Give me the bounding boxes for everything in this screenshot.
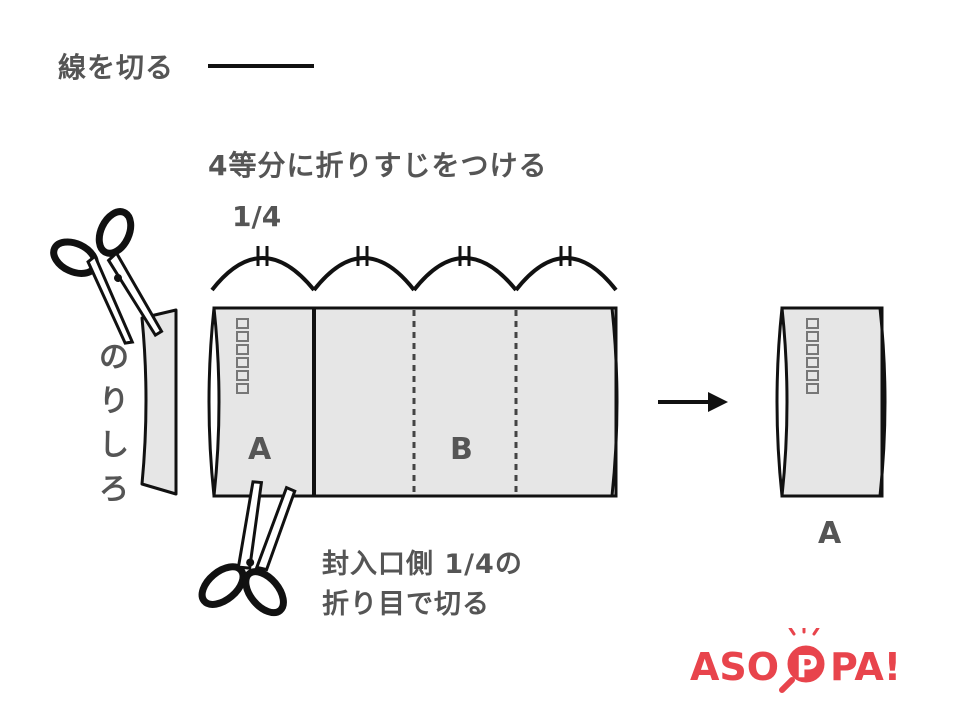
envelope-tube xyxy=(207,306,619,498)
scissors-icon xyxy=(198,480,297,617)
stamp-box xyxy=(236,383,249,394)
stamp-marks-result xyxy=(806,318,822,394)
fold-arcs xyxy=(210,256,618,292)
svg-text:P: P xyxy=(796,650,818,685)
stamp-box xyxy=(236,318,249,329)
stamp-box xyxy=(236,331,249,342)
caption-line-2: 折り目で切る xyxy=(322,589,490,620)
glue-flap xyxy=(140,308,178,496)
stamp-box xyxy=(806,383,819,394)
stamp-box xyxy=(236,344,249,355)
glue-margin-label: のりしろ xyxy=(99,340,129,507)
stamp-box xyxy=(806,318,819,329)
instruction-text: 4等分に折りすじをつける xyxy=(208,149,548,182)
envelope-left-rim xyxy=(207,307,221,497)
fold-arc-3 xyxy=(412,256,518,292)
fold-arc-1 xyxy=(210,256,316,292)
result-body xyxy=(780,306,884,498)
section-a-label: A xyxy=(248,432,272,467)
stamp-marks-main xyxy=(236,318,252,394)
svg-text:PA!: PA! xyxy=(830,645,901,689)
stamp-box xyxy=(806,370,819,381)
legend-cut-line xyxy=(208,64,314,68)
scissors-icon xyxy=(50,208,164,345)
arrow-right-icon xyxy=(658,392,728,412)
svg-text:ASO: ASO xyxy=(690,645,779,689)
stamp-box xyxy=(806,331,819,342)
envelope-right-curve xyxy=(610,307,619,497)
stamp-box xyxy=(806,357,819,368)
result-left-rim xyxy=(775,307,789,497)
stamp-box xyxy=(236,357,249,368)
result-right-curve xyxy=(878,307,887,497)
fold-arc-4 xyxy=(514,256,618,292)
legend-label: 線を切る xyxy=(58,51,175,84)
section-b-label: B xyxy=(450,432,473,467)
stamp-box xyxy=(806,344,819,355)
fold-arc-2 xyxy=(312,256,416,292)
quarter-label: 1/4 xyxy=(232,200,282,233)
caption-line-1: 封入口側 1/4の xyxy=(322,549,523,580)
stamp-box xyxy=(236,370,249,381)
asoppa-logo: ASO P PA! xyxy=(690,628,901,693)
result-a-label: A xyxy=(818,516,842,551)
arc-tick-marks xyxy=(256,246,572,266)
result-piece-a xyxy=(775,306,887,498)
